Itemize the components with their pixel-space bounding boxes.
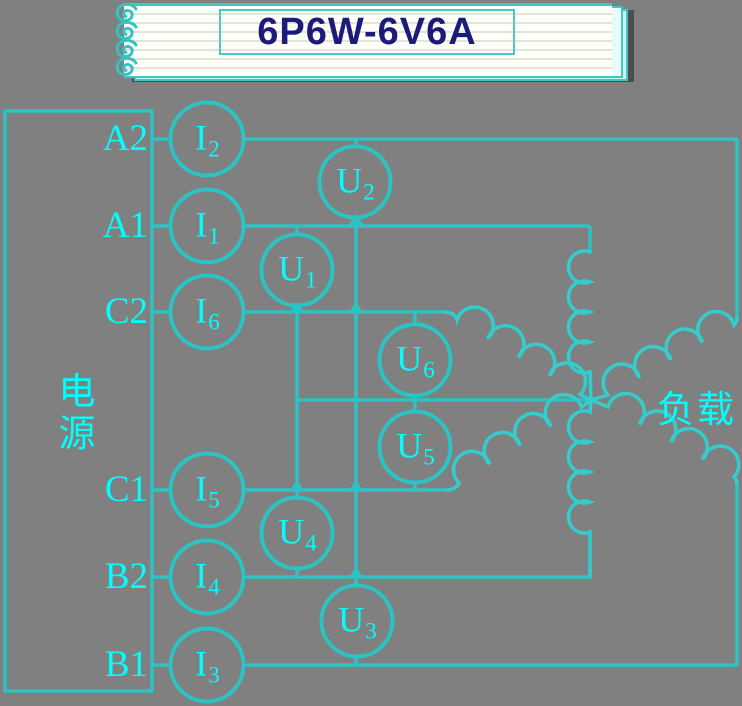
meter-symbol: I — [195, 468, 208, 509]
voltmeter-U4-circle — [259, 495, 335, 571]
meter-subscript: 4 — [208, 574, 220, 600]
notepad-banner: 6P6W-6V6A — [110, 0, 640, 86]
ammeter-I2-label: I2 — [195, 116, 220, 162]
meter-symbol: U — [396, 425, 423, 466]
meter-subscript: 1 — [305, 267, 317, 293]
terminal-B1: B1 — [104, 644, 148, 685]
voltmeter-U2-label: U2 — [336, 159, 375, 205]
banner-paper — [124, 3, 612, 78]
load-label: 负载 — [657, 390, 737, 431]
meter-subscript: 6 — [208, 309, 220, 335]
title-box: 6P6W-6V6A — [219, 9, 515, 55]
ammeter-I1-circle — [168, 187, 246, 265]
junction-arrow — [349, 480, 363, 490]
meter-subscript: 4 — [305, 530, 317, 556]
load-coil-bottom — [566, 398, 596, 579]
voltmeter-U3-label: U3 — [338, 598, 377, 644]
load-coil-top — [566, 249, 596, 402]
ammeter-I6-label: I6 — [195, 289, 220, 335]
meter-symbol: U — [336, 160, 363, 201]
load-coil-lower-left — [446, 392, 593, 492]
meter-subscript: 3 — [365, 618, 377, 644]
terminal-B2: B2 — [104, 556, 148, 597]
meter-subscript: 1 — [208, 223, 220, 249]
ammeter-I3-circle — [168, 626, 246, 704]
meter-symbol: I — [195, 643, 208, 684]
voltmeter-U5-circle — [377, 409, 453, 485]
spiral-ring-icon — [115, 3, 138, 22]
meter-symbol: U — [278, 248, 305, 289]
meter-subscript: 6 — [423, 357, 435, 383]
ammeter-I3-label: I3 — [195, 642, 220, 688]
junction-arrow — [348, 214, 364, 226]
meter-symbol: U — [278, 511, 305, 552]
spiral-ring-icon — [115, 57, 138, 76]
voltmeter-U4-label: U4 — [278, 510, 317, 556]
ammeter-I6-circle — [168, 273, 246, 351]
ammeter-I5-label: I5 — [195, 467, 220, 513]
meter-subscript: 5 — [208, 487, 220, 513]
junction-arrow — [349, 567, 363, 577]
wire-a1 — [150, 224, 592, 254]
load-coil-upper-right — [589, 309, 739, 402]
junction-arrow — [349, 302, 363, 312]
terminal-C2: C2 — [104, 291, 148, 332]
spiral-ring-icon — [115, 39, 138, 58]
ammeter-I2-circle — [168, 100, 246, 178]
voltmeter-U6-circle — [377, 322, 453, 398]
junction-arrow — [290, 480, 304, 490]
meter-symbol: U — [338, 599, 365, 640]
junction-arrows — [290, 214, 364, 577]
voltmeter-U3-circle — [319, 583, 395, 659]
ammeter-I1-label: I1 — [195, 203, 220, 249]
meter-subscript: 2 — [363, 179, 375, 205]
ammeter-I4-circle — [168, 538, 246, 616]
load-star — [444, 249, 741, 579]
wire-a2 — [150, 137, 739, 320]
meter-symbol: I — [195, 290, 208, 331]
meter-symbol: I — [195, 117, 208, 158]
meter-symbol: I — [195, 555, 208, 596]
page-title: 6P6W-6V6A — [257, 10, 477, 53]
meter-symbol: U — [396, 338, 423, 379]
source-box — [3, 109, 154, 693]
meter-subscript: 2 — [208, 136, 220, 162]
load-coil-lower-right — [589, 391, 741, 486]
source-label: 电源 — [58, 372, 96, 455]
meter-circles — [168, 100, 453, 704]
terminal-A2: A2 — [102, 118, 148, 159]
voltmeter-U1-label: U1 — [278, 247, 317, 293]
terminal-A1: A1 — [102, 205, 148, 246]
ammeter-I5-circle — [168, 451, 246, 529]
junction-arrow — [290, 302, 304, 312]
voltmeter-U5-label: U5 — [396, 424, 435, 470]
ammeter-I4-label: I4 — [195, 554, 220, 600]
wire-b1 — [150, 482, 739, 667]
load-coil-upper-left — [444, 305, 593, 402]
voltmeter-U6-label: U6 — [396, 337, 435, 383]
spiral-ring-icon — [115, 21, 138, 40]
meter-subscript: 3 — [208, 662, 220, 688]
meter-subscript: 5 — [423, 444, 435, 470]
terminal-C1: C1 — [104, 469, 148, 510]
meter-symbol: I — [195, 204, 208, 245]
